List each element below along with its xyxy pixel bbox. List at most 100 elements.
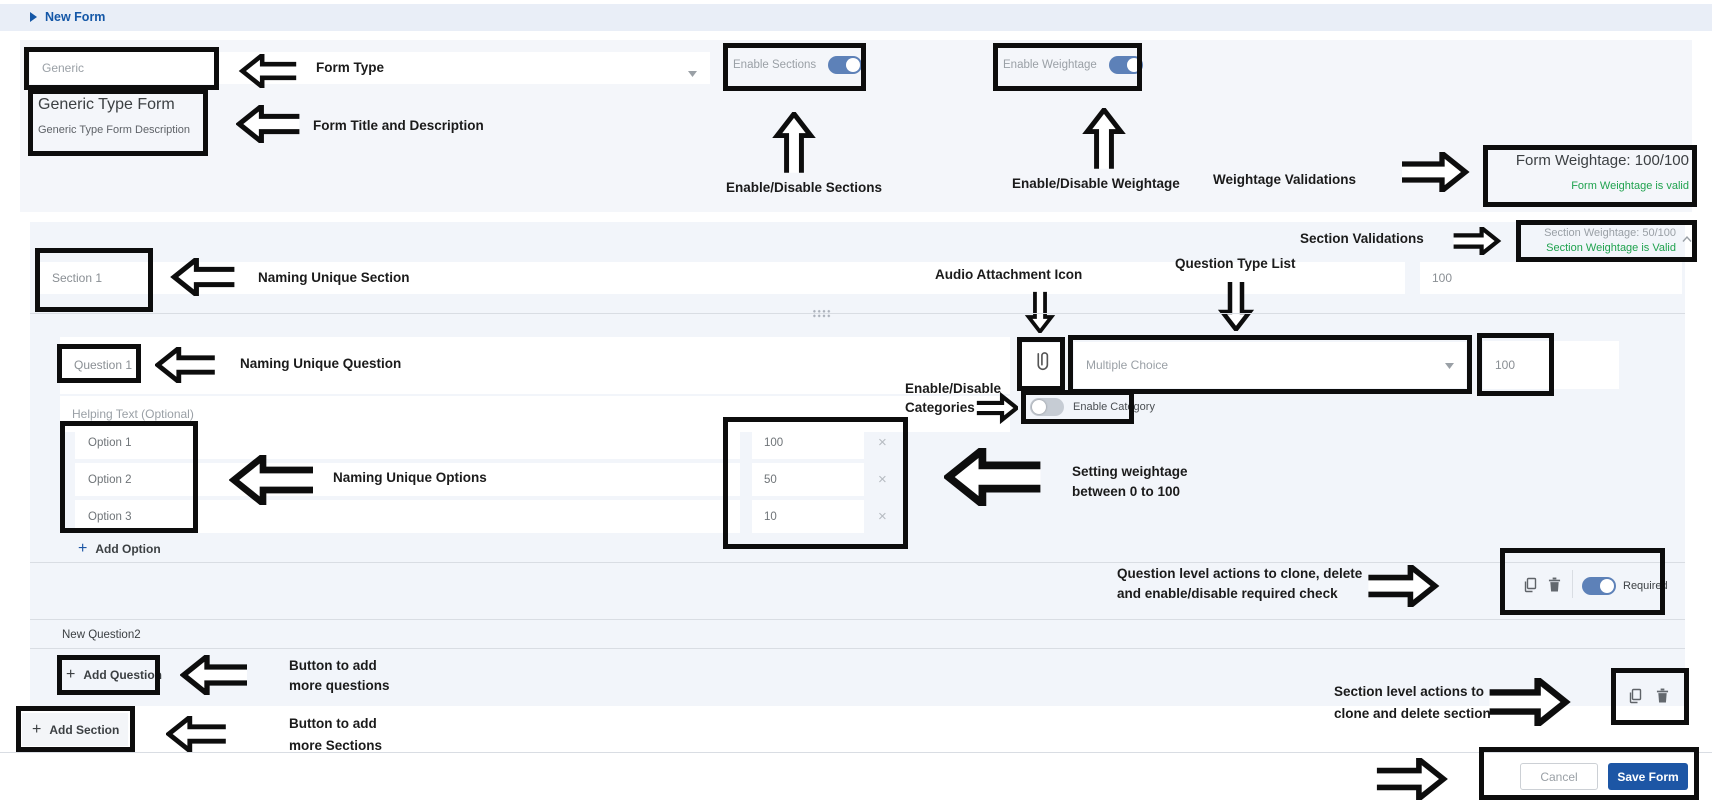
breadcrumb-label[interactable]: New Form (45, 10, 106, 24)
arrow-left-icon (236, 105, 302, 143)
form-title[interactable]: Generic Type Form (38, 96, 175, 113)
section-name-input[interactable] (40, 262, 1405, 294)
trash-icon (1548, 577, 1561, 597)
breadcrumb-expand-icon[interactable] (30, 12, 37, 22)
form-title-note: Form Title and Description (313, 118, 484, 133)
add-option-button[interactable]: + Add Option (78, 540, 161, 558)
plus-icon: + (78, 540, 88, 557)
audio-attachment-button[interactable] (1022, 343, 1060, 386)
divider (1572, 570, 1573, 598)
add-question-button[interactable]: + Add Question (66, 666, 162, 684)
weights-note-line2: between 0 to 100 (1072, 484, 1181, 499)
add-question-label: Add Question (83, 668, 163, 682)
breadcrumb[interactable]: New Form (30, 10, 105, 24)
trash-icon (1656, 688, 1669, 708)
arrow-right-icon (1483, 678, 1573, 726)
section-weightage: Section Weightage: 50/100 (1544, 227, 1676, 239)
arrow-right-icon (976, 390, 1018, 426)
enable-category-control: Enable Category (1030, 398, 1155, 416)
question-type-select[interactable]: Multiple Choice (1074, 342, 1466, 388)
option-weight-input[interactable]: 100 (752, 426, 864, 459)
footer-divider (0, 752, 1712, 753)
question-weight-input[interactable] (1483, 341, 1619, 389)
remove-option-icon[interactable]: × (878, 434, 887, 451)
audio-attachment-note: Audio Attachment Icon (935, 267, 1083, 282)
add-question-note-line2: more questions (289, 678, 390, 693)
new-question-label[interactable]: New Question2 (62, 629, 141, 641)
arrow-left-icon (180, 655, 250, 695)
breadcrumb-bar: New Form (0, 4, 1712, 31)
option-name-input[interactable]: Option 3 (75, 500, 740, 533)
section-weightage-status: Section Weightage is Valid (1546, 242, 1676, 254)
plus-icon: + (32, 721, 42, 738)
form-weightage-total: Form Weightage: 100/100 (1515, 152, 1689, 169)
arrow-left-icon (168, 258, 240, 296)
clone-section-button[interactable] (1628, 688, 1643, 709)
clone-question-button[interactable] (1523, 577, 1538, 598)
arrow-down-icon (1018, 291, 1062, 333)
add-question-note-line1: Button to add (289, 658, 377, 673)
add-section-label: Add Section (49, 723, 120, 737)
option-name-input[interactable]: Option 2 (75, 463, 740, 496)
cancel-button[interactable]: Cancel (1520, 763, 1598, 790)
option-weight-input[interactable]: 10 (752, 500, 864, 533)
section-actions-note-line2: clone and delete section (1334, 706, 1491, 721)
form-weightage-status: Form Weightage is valid (1571, 180, 1689, 192)
arrow-up-icon (770, 112, 818, 174)
arrow-down-icon (1208, 281, 1264, 331)
chevron-up-icon[interactable] (1681, 230, 1693, 248)
arrow-right-icon (1363, 565, 1441, 607)
copy-icon (1523, 577, 1538, 598)
options-note: Naming Unique Options (333, 470, 487, 485)
arrow-left-icon (166, 716, 228, 752)
plus-icon: + (66, 666, 76, 683)
option-name-input[interactable]: Option 1 (75, 426, 740, 459)
enable-weightage-note: Enable/Disable Weightage (1012, 176, 1180, 191)
category-note-line2: Categories (905, 400, 975, 415)
question-name-input[interactable]: Question 1 (74, 358, 133, 372)
question-type-note: Question Type List (1175, 256, 1296, 271)
question-name-row (60, 337, 1010, 394)
form-description[interactable]: Generic Type Form Description (38, 124, 191, 136)
paperclip-icon (1031, 349, 1051, 380)
option-weight-input[interactable]: 50 (752, 463, 864, 496)
required-toggle[interactable] (1582, 577, 1616, 595)
enable-sections-toggle[interactable] (828, 56, 863, 74)
form-type-input[interactable] (30, 52, 710, 84)
save-form-button[interactable]: Save Form (1608, 763, 1688, 790)
remove-option-icon[interactable]: × (878, 471, 887, 488)
drag-handle[interactable] (812, 309, 831, 318)
question-actions-note-line1: Question level actions to clone, delete (1117, 566, 1363, 581)
arrow-left-icon (236, 54, 302, 88)
add-section-button[interactable]: + Add Section (32, 721, 119, 739)
divider (30, 562, 1685, 563)
enable-weightage-toggle[interactable] (1108, 56, 1143, 74)
form-type-caret-icon[interactable] (688, 64, 697, 82)
enable-sections-control: Enable Sections (733, 56, 863, 74)
arrow-left-icon (155, 347, 217, 383)
arrow-right-icon (1450, 227, 1502, 255)
question-name-note: Naming Unique Question (240, 356, 402, 371)
arrow-right-icon (1398, 152, 1470, 192)
category-note-line1: Enable/Disable (905, 381, 1002, 396)
add-section-note-line1: Button to add (289, 716, 377, 731)
enable-weightage-control: Enable Weightage (1003, 56, 1143, 74)
section-actions-note-line1: Section level actions to (1334, 684, 1485, 699)
arrow-up-icon (1080, 108, 1128, 170)
section-divider (30, 313, 1685, 314)
enable-category-label: Enable Category (1073, 401, 1155, 413)
remove-option-icon[interactable]: × (878, 508, 887, 525)
delete-question-button[interactable] (1548, 577, 1561, 597)
add-section-note-line2: more Sections (289, 738, 383, 753)
divider (30, 619, 1685, 620)
enable-category-toggle[interactable] (1030, 398, 1064, 416)
question-actions-note-line2: and enable/disable required check (1117, 586, 1338, 601)
arrow-left-icon (229, 455, 317, 505)
section-weight-input[interactable] (1420, 262, 1682, 294)
form-type-note: Form Type (316, 60, 385, 75)
section-name-note: Naming Unique Section (258, 270, 410, 285)
divider (30, 648, 1685, 649)
delete-section-button[interactable] (1656, 688, 1669, 708)
required-label: Required (1623, 580, 1668, 592)
